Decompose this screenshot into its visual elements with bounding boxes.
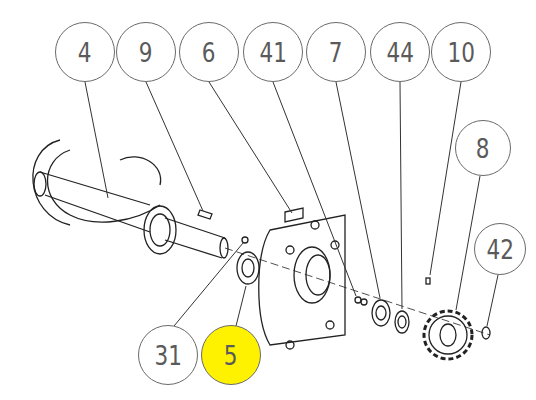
callout-number: 31 <box>154 342 181 369</box>
callout-circle: 5 <box>201 325 261 385</box>
callout-circle: 44 <box>370 22 430 82</box>
callout-number: 4 <box>78 39 92 66</box>
callout-number: 9 <box>139 39 153 66</box>
callout-circle: 7 <box>306 22 366 82</box>
callout-number: 10 <box>447 39 474 66</box>
callout-circle: 9 <box>116 22 176 82</box>
callout-number: 7 <box>329 39 343 66</box>
callout-number: 8 <box>476 135 490 162</box>
callout-number: 44 <box>386 39 413 66</box>
callout-circle: 10 <box>431 22 491 82</box>
callout-circle: 42 <box>474 223 526 275</box>
callout-number: 42 <box>486 236 513 263</box>
callout-circle: 6 <box>179 22 239 82</box>
callout-circle: 8 <box>455 120 511 176</box>
callout-number: 6 <box>202 39 216 66</box>
callout-number: 5 <box>224 342 238 369</box>
callout-circle: 4 <box>55 22 115 82</box>
callout-circle: 41 <box>243 22 303 82</box>
callout-circle: 31 <box>138 325 198 385</box>
callout-number: 41 <box>259 39 286 66</box>
